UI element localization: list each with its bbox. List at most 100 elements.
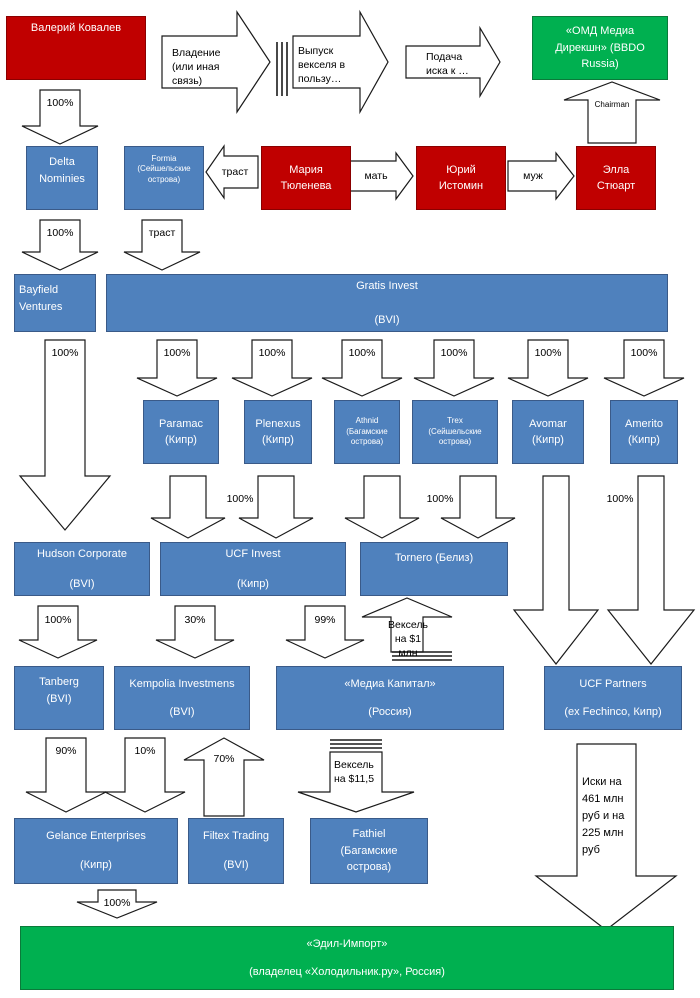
- label-claims: Иски на 461 млн руб и на 225 млн руб: [582, 774, 636, 859]
- node-ucf-invest-line1: UCF Invest: [225, 548, 281, 560]
- arrow-media-tornero: [361, 597, 453, 653]
- label-ucfinvest-kempolia: 30%: [184, 614, 206, 626]
- node-athnid: Athnid (Багамские острова): [334, 400, 400, 464]
- legend-ownership-line3: связь): [172, 75, 203, 88]
- arrow-ucfpartners-edil: [534, 743, 678, 931]
- node-kempolia: Kempolia Investmens (BVI): [114, 666, 250, 730]
- label-claims-line3: руб и на: [582, 810, 625, 823]
- arrow-tyuleneva-formia: [205, 144, 259, 200]
- node-avomar-line2: (Кипр): [532, 434, 564, 446]
- node-filtex: Filtex Trading (BVI): [188, 818, 284, 884]
- label-filtex-kempolia: 70%: [213, 753, 235, 765]
- arrow-tyuleneva-istomin: [349, 151, 414, 201]
- node-filtex-line2: (BVI): [223, 859, 249, 872]
- arrow-media-fathiel: [297, 751, 415, 813]
- arrow-hudson-tanberg: [18, 605, 98, 659]
- node-delta-line2: Nominies: [39, 172, 85, 185]
- node-hudson-line2: (BVI): [69, 577, 95, 590]
- legend-ownership-arrow: [161, 10, 271, 114]
- node-edil-import: «Эдил-Импорт» (владелец «Холодильник.ру»…: [20, 926, 674, 990]
- node-plenexus: Plenexus (Кипр): [244, 400, 312, 464]
- arrow-athnid-tornero: [344, 475, 420, 539]
- node-kempolia-line2: (BVI): [169, 705, 195, 718]
- node-athnid-line3: острова): [350, 437, 384, 447]
- label-gelance-edil: 100%: [103, 897, 131, 909]
- node-filtex-line1: Filtex Trading: [202, 830, 270, 843]
- legend-bill-line1: Выпуск: [298, 45, 334, 57]
- arrow-formia-gratis: [123, 219, 201, 271]
- node-athnid-line2: (Багамские: [346, 426, 388, 436]
- node-formia-line2: (Сейшельские: [137, 164, 191, 174]
- label-delta-bayfield: 100%: [46, 227, 74, 239]
- arrow-kempolia-gelance: [104, 737, 186, 813]
- legend-claim-line2: иска к …: [426, 65, 469, 78]
- node-media-capital-line2: (Россия): [368, 705, 412, 718]
- node-kovalev: Валерий Ковалев: [6, 16, 146, 80]
- node-trex-line2: (Сейшельские: [428, 426, 482, 436]
- label-row4-tornero: 100%: [426, 493, 454, 505]
- node-trex-line3: острова): [438, 437, 472, 447]
- label-gratis-plenexus: 100%: [258, 347, 286, 359]
- legend-bill-line2: векселя в: [298, 59, 346, 72]
- node-fathiel-line3: острова): [346, 861, 392, 874]
- node-media-capital-line1: «Медиа Капитал»: [344, 677, 436, 690]
- node-gelance-line2: (Кипр): [80, 859, 112, 872]
- node-istomin: Юрий Истомин: [416, 146, 506, 210]
- node-ucf-invest-line2: (Кипр): [237, 577, 269, 590]
- node-ucf-partners: UCF Partners (ex Fechinco, Кипр): [544, 666, 682, 730]
- label-gratis-trex: 100%: [440, 347, 468, 359]
- label-ucfinvest-media: 99%: [314, 614, 336, 626]
- label-kempolia-gelance: 10%: [134, 745, 156, 757]
- arrow-gratis-athnid: [321, 339, 403, 397]
- label-tanberg-gelance: 90%: [55, 745, 77, 757]
- arrow-kovalev-delta: [21, 89, 99, 145]
- arrow-gratis-avomar: [507, 339, 589, 397]
- node-istomin-line1: Юрий: [446, 163, 476, 176]
- node-gelance-line1: Gelance Enterprises: [46, 830, 146, 843]
- node-stuart: Элла Стюарт: [576, 146, 656, 210]
- label-hudson-tanberg: 100%: [44, 614, 72, 626]
- node-ucf-partners-line2: (ex Fechinco, Кипр): [564, 705, 662, 718]
- node-paramac-line1: Paramac: [158, 417, 204, 430]
- node-media-capital: «Медиа Капитал» (Россия): [276, 666, 504, 730]
- arrow-gelance-edil: [76, 889, 158, 919]
- legend-bill-arrow: [292, 9, 389, 115]
- node-hudson-line1: Hudson Corporate: [37, 548, 127, 560]
- arrow-tanberg-gelance: [25, 737, 107, 813]
- node-ucf-invest: UCF Invest (Кипр): [160, 542, 346, 596]
- arrow-plenexus-ucfinvest: [238, 475, 314, 539]
- label-gratis-amerito: 100%: [630, 347, 658, 359]
- node-stuart-line2: Стюарт: [596, 180, 636, 192]
- arrow-stuart-omd: [563, 81, 661, 144]
- node-avomar-line1: Avomar: [529, 417, 567, 430]
- node-tyuleneva: Мария Тюленева: [261, 146, 351, 210]
- node-amerito: Amerito (Кипр): [610, 400, 678, 464]
- arrow-amerito-ucfpartners: [606, 475, 696, 665]
- label-bill-11m: Вексель на $11,5: [334, 758, 382, 786]
- legend-ownership-line1: Владение: [172, 47, 221, 59]
- label-gratis-avomar: 100%: [534, 347, 562, 359]
- node-athnid-line1: Athnid: [355, 416, 379, 426]
- node-omd-line3: Russia): [581, 58, 619, 71]
- label-chairman: Chairman: [594, 100, 630, 109]
- arrow-gratis-paramac: [136, 339, 218, 397]
- label-bill-11m-line2: на $11,5: [334, 773, 375, 786]
- label-claims-line1: Иски на: [582, 776, 622, 788]
- legend-bill-label: Выпуск векселя в пользу…: [298, 44, 362, 87]
- node-tanberg-line2: (BVI): [46, 692, 72, 705]
- label-claims-line5: руб: [582, 844, 600, 857]
- node-tornero-name: Tornero (Белиз): [394, 552, 474, 564]
- node-trex-line1: Trex: [447, 416, 463, 426]
- node-amerito-line2: (Кипр): [628, 434, 660, 446]
- label-bill-1m-line1: Вексель: [388, 619, 428, 631]
- node-edil-line2: (владелец «Холодильник.ру», Россия): [249, 965, 445, 978]
- node-stuart-line1: Элла: [602, 163, 630, 176]
- node-plenexus-line2: (Кипр): [262, 434, 294, 446]
- node-gratis-line1: Gratis Invest: [356, 280, 418, 292]
- arrow-paramac-ucfinvest: [150, 475, 226, 539]
- arrow-avomar-ucfpartners: [512, 475, 600, 665]
- arrow-bayfield-hudson: [18, 339, 112, 531]
- legend-ownership-label: Владение (или иная связь): [172, 46, 242, 89]
- node-tyuleneva-line1: Мария: [289, 163, 323, 176]
- node-tyuleneva-line2: Тюленева: [280, 180, 332, 192]
